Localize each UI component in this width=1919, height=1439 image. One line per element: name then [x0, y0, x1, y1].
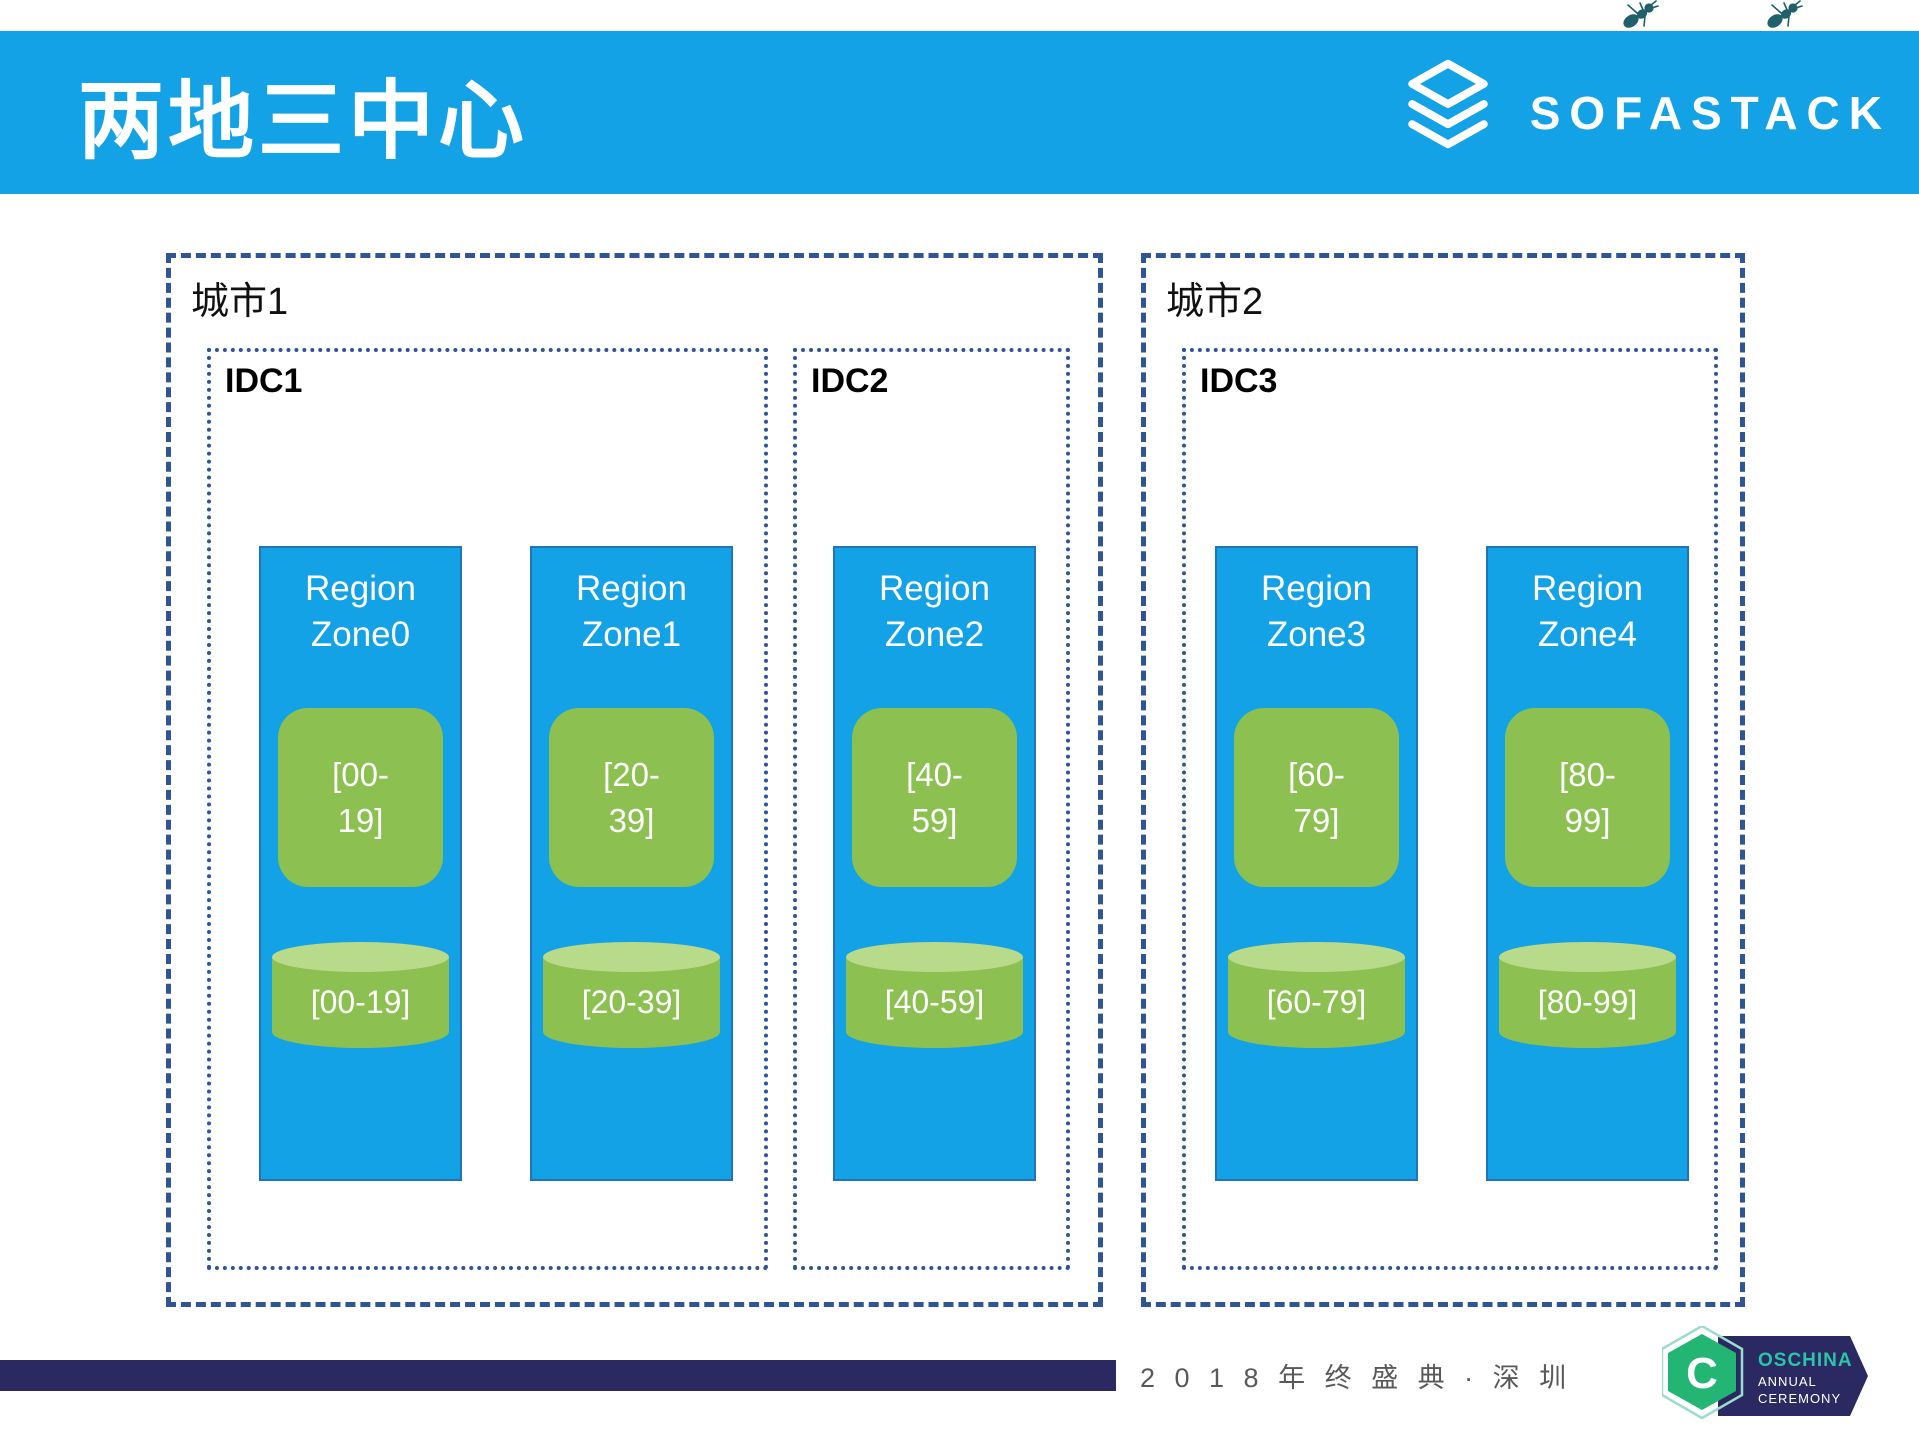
- zone3-title: Region Zone3: [1217, 566, 1416, 658]
- cylinder-body: [1228, 957, 1405, 1048]
- zone1-region-label: Region: [576, 569, 687, 608]
- cylinder-body: [846, 957, 1023, 1048]
- brand-name: SOFASTACK: [1529, 86, 1891, 139]
- city1-label: 城市1: [191, 281, 289, 323]
- idc2-label: IDC2: [811, 362, 889, 400]
- zone3-db-range: [60-79]: [1266, 984, 1367, 1020]
- header-bar: 两地三中心 SOFASTACK: [0, 31, 1919, 194]
- zone3-database-cylinder: [60-79]: [1228, 942, 1405, 1048]
- zone0-shard-line2: 19]: [337, 801, 384, 839]
- zone4-region-label: Region: [1532, 569, 1643, 608]
- region-zone4: Region Zone4 [80- 99] [80-99]: [1486, 546, 1689, 1181]
- zone2-region-label: Region: [879, 569, 990, 608]
- cylinder-top-ellipse: [1499, 942, 1676, 972]
- city2-box: 城市2 IDC3 Region Zone3 [60- 79] [60-79]: [1141, 253, 1745, 1307]
- zone4-shard-line2: 99]: [1564, 801, 1611, 839]
- sofastack-logo-icon: [1407, 59, 1488, 148]
- zone3-shard-line1: [60-: [1288, 755, 1345, 793]
- footer-bar: [0, 1360, 1116, 1391]
- event-caption: 2 0 1 8 年 终 盛 典 · 深 圳: [1140, 1363, 1573, 1393]
- oschina-flag: [1718, 1336, 1868, 1416]
- oschina-logo: OSCHINA ANNUAL CEREMONY C: [1660, 1324, 1878, 1426]
- zone4-shard-range-box: [80- 99]: [1505, 708, 1670, 887]
- idc1-box: IDC1 Region Zone0 [00- 19] [00-19]: [207, 348, 768, 1270]
- cylinder-top-ellipse: [543, 942, 720, 972]
- zone1-db-range: [20-39]: [581, 984, 682, 1020]
- zone0-name: Zone0: [310, 615, 411, 655]
- cylinder-body: [272, 957, 449, 1048]
- ant-icon: [1767, 0, 1803, 28]
- cylinder-top-ellipse: [846, 942, 1023, 972]
- zone0-database-cylinder: [00-19]: [272, 942, 449, 1048]
- cylinder-top-ellipse: [272, 942, 449, 972]
- ant-icon: [1623, 0, 1659, 28]
- zone2-title: Region Zone2: [835, 566, 1034, 658]
- idc3-label: IDC3: [1200, 362, 1278, 400]
- zone0-db-range: [00-19]: [310, 984, 411, 1020]
- zone1-shard-line2: 39]: [608, 801, 655, 839]
- zone0-title: Region Zone0: [261, 566, 460, 658]
- zone4-shard-line1: [80-: [1559, 755, 1616, 793]
- oschina-flag-line1: OSCHINA: [1758, 1350, 1853, 1371]
- region-zone3: Region Zone3 [60- 79] [60-79]: [1215, 546, 1418, 1181]
- zone2-db-range: [40-59]: [884, 984, 985, 1020]
- oschina-flag-line2: ANNUAL: [1758, 1374, 1817, 1389]
- zone4-title: Region Zone4: [1488, 566, 1687, 658]
- zone1-title: Region Zone1: [532, 566, 731, 658]
- zone4-db-range: [80-99]: [1537, 984, 1638, 1020]
- idc1-label: IDC1: [225, 362, 303, 400]
- zone2-name: Zone2: [884, 615, 985, 655]
- zone4-database-cylinder: [80-99]: [1499, 942, 1676, 1048]
- hexagon-outline: [1660, 1324, 1744, 1420]
- zone2-shard-line1: [40-: [906, 755, 963, 793]
- idc3-box: IDC3 Region Zone3 [60- 79] [60-79]: [1182, 348, 1718, 1270]
- oschina-flag-line3: CEREMONY: [1758, 1391, 1841, 1406]
- zone3-name: Zone3: [1266, 615, 1367, 655]
- region-zone2: Region Zone2 [40- 59] [40-59]: [833, 546, 1036, 1181]
- zone1-shard-range-box: [20- 39]: [549, 708, 714, 887]
- cylinder-body: [1499, 957, 1676, 1048]
- zone2-shard-range-box: [40- 59]: [852, 708, 1017, 887]
- zone1-shard-line1: [20-: [603, 755, 660, 793]
- zone1-database-cylinder: [20-39]: [543, 942, 720, 1048]
- idc2-box: IDC2 Region Zone2 [40- 59] [40-59]: [793, 348, 1070, 1270]
- cylinder-top-ellipse: [1228, 942, 1405, 972]
- zone1-name: Zone1: [581, 615, 682, 655]
- region-zone0: Region Zone0 [00- 19] [00-19]: [259, 546, 462, 1181]
- zone4-name: Zone4: [1537, 615, 1638, 655]
- zone3-shard-range-box: [60- 79]: [1234, 708, 1399, 887]
- zone0-region-label: Region: [305, 569, 416, 608]
- cylinder-body: [543, 957, 720, 1048]
- zone0-shard-range-box: [00- 19]: [278, 708, 443, 887]
- zone2-shard-line2: 59]: [911, 801, 958, 839]
- region-zone1: Region Zone1 [20- 39] [20-39]: [530, 546, 733, 1181]
- slide-title: 两地三中心: [78, 73, 528, 169]
- zone3-region-label: Region: [1261, 569, 1372, 608]
- brand-logo: SOFASTACK: [1392, 57, 1891, 169]
- oschina-c-hexagon: [1668, 1334, 1736, 1410]
- city2-label: 城市2: [1166, 281, 1264, 323]
- zone0-shard-line1: [00-: [332, 755, 389, 793]
- zone2-database-cylinder: [40-59]: [846, 942, 1023, 1048]
- oschina-logo-graphic: OSCHINA ANNUAL CEREMONY C: [1660, 1324, 1868, 1420]
- zone3-shard-line2: 79]: [1293, 801, 1340, 839]
- city1-box: 城市1 IDC1 Region Zone0 [00- 19] [00-19]: [166, 253, 1103, 1307]
- oschina-c-letter: C: [1686, 1349, 1718, 1398]
